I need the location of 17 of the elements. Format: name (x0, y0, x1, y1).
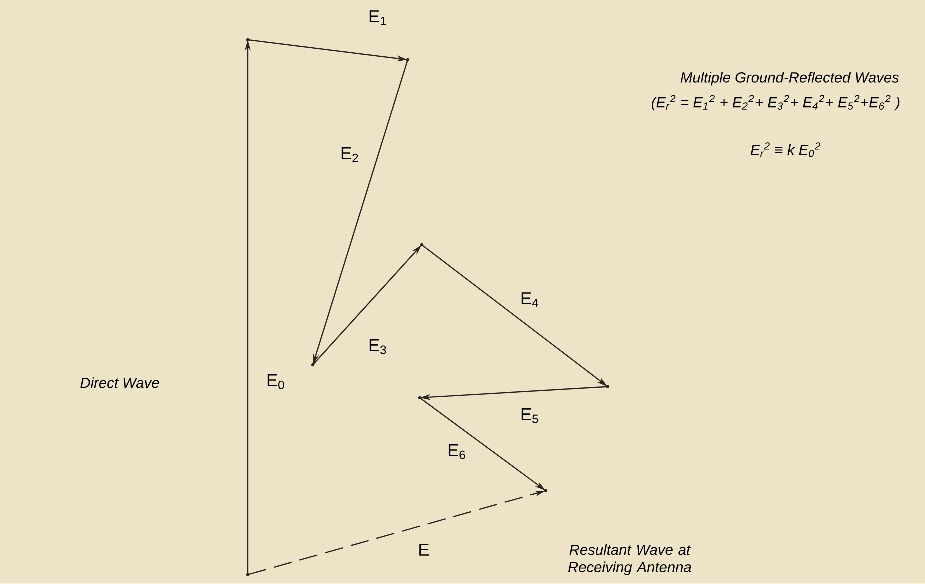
edge-label: E$_{4}$ (522, 292, 538, 308)
edge-label: E (420, 544, 429, 556)
edge-label: E$_{1}$ (370, 10, 386, 26)
vertex-point (406, 58, 410, 62)
vertex-point (418, 396, 422, 400)
annotation: E$_{r}$$^{2}$ ≡ k E$_{0}$2 (750, 142, 821, 158)
edge-label: E$_{3}$ (370, 339, 386, 354)
annotation: Multiple Ground-Reflected Waves (680, 72, 900, 86)
edge-label: E$_{0}$ (268, 374, 284, 390)
vertex-point (246, 38, 250, 42)
vertex-point (246, 573, 250, 576)
annotation: Direct Wave (80, 378, 160, 388)
edge-label: E$_{6}$ (448, 444, 466, 460)
annotation: Resultant Wave at Receiving Antenna (568, 544, 692, 576)
annotation: (E$_{r}$$^{2}$ = E$_{1}$$^{2}$ + E$_{2}$$^{2}$+ E$_{3}$$^{2}$+ E$_{4}$$^{2}$+ E$_{5}$$^{2}$+E$_{6}$$^{2}$ ) (652, 95, 900, 111)
edge-label: E$_{5}$ (522, 408, 538, 424)
edge-label: E$_{2}$ (342, 148, 358, 162)
